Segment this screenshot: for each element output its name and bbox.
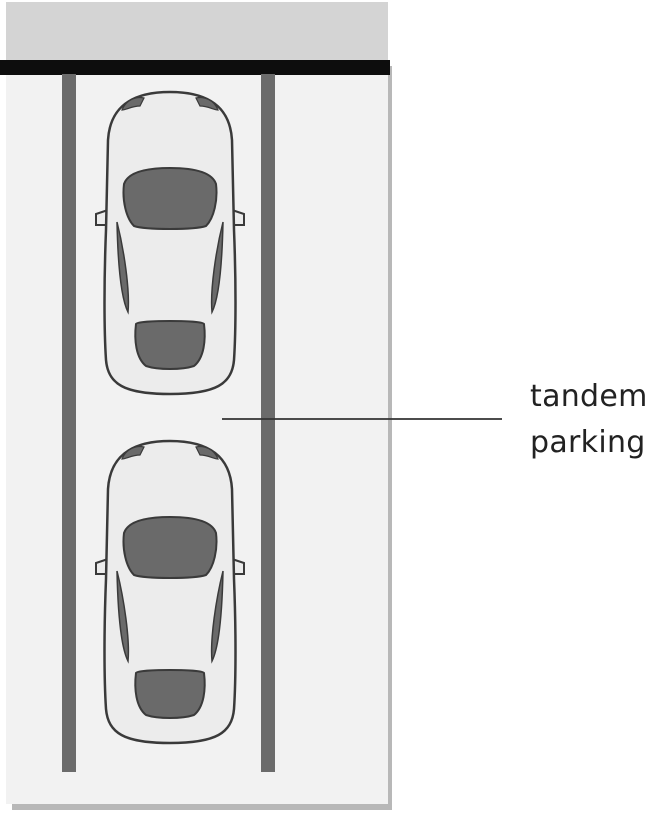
left-stall-stripe: [62, 74, 76, 772]
right-stall-stripe: [261, 74, 275, 772]
front-car: [94, 90, 246, 396]
rear-car: [94, 439, 246, 745]
curb-line: [0, 60, 390, 75]
label-tandem: tandem: [530, 379, 647, 414]
curb-zone: [6, 2, 388, 62]
label-parking: parking: [530, 425, 646, 460]
